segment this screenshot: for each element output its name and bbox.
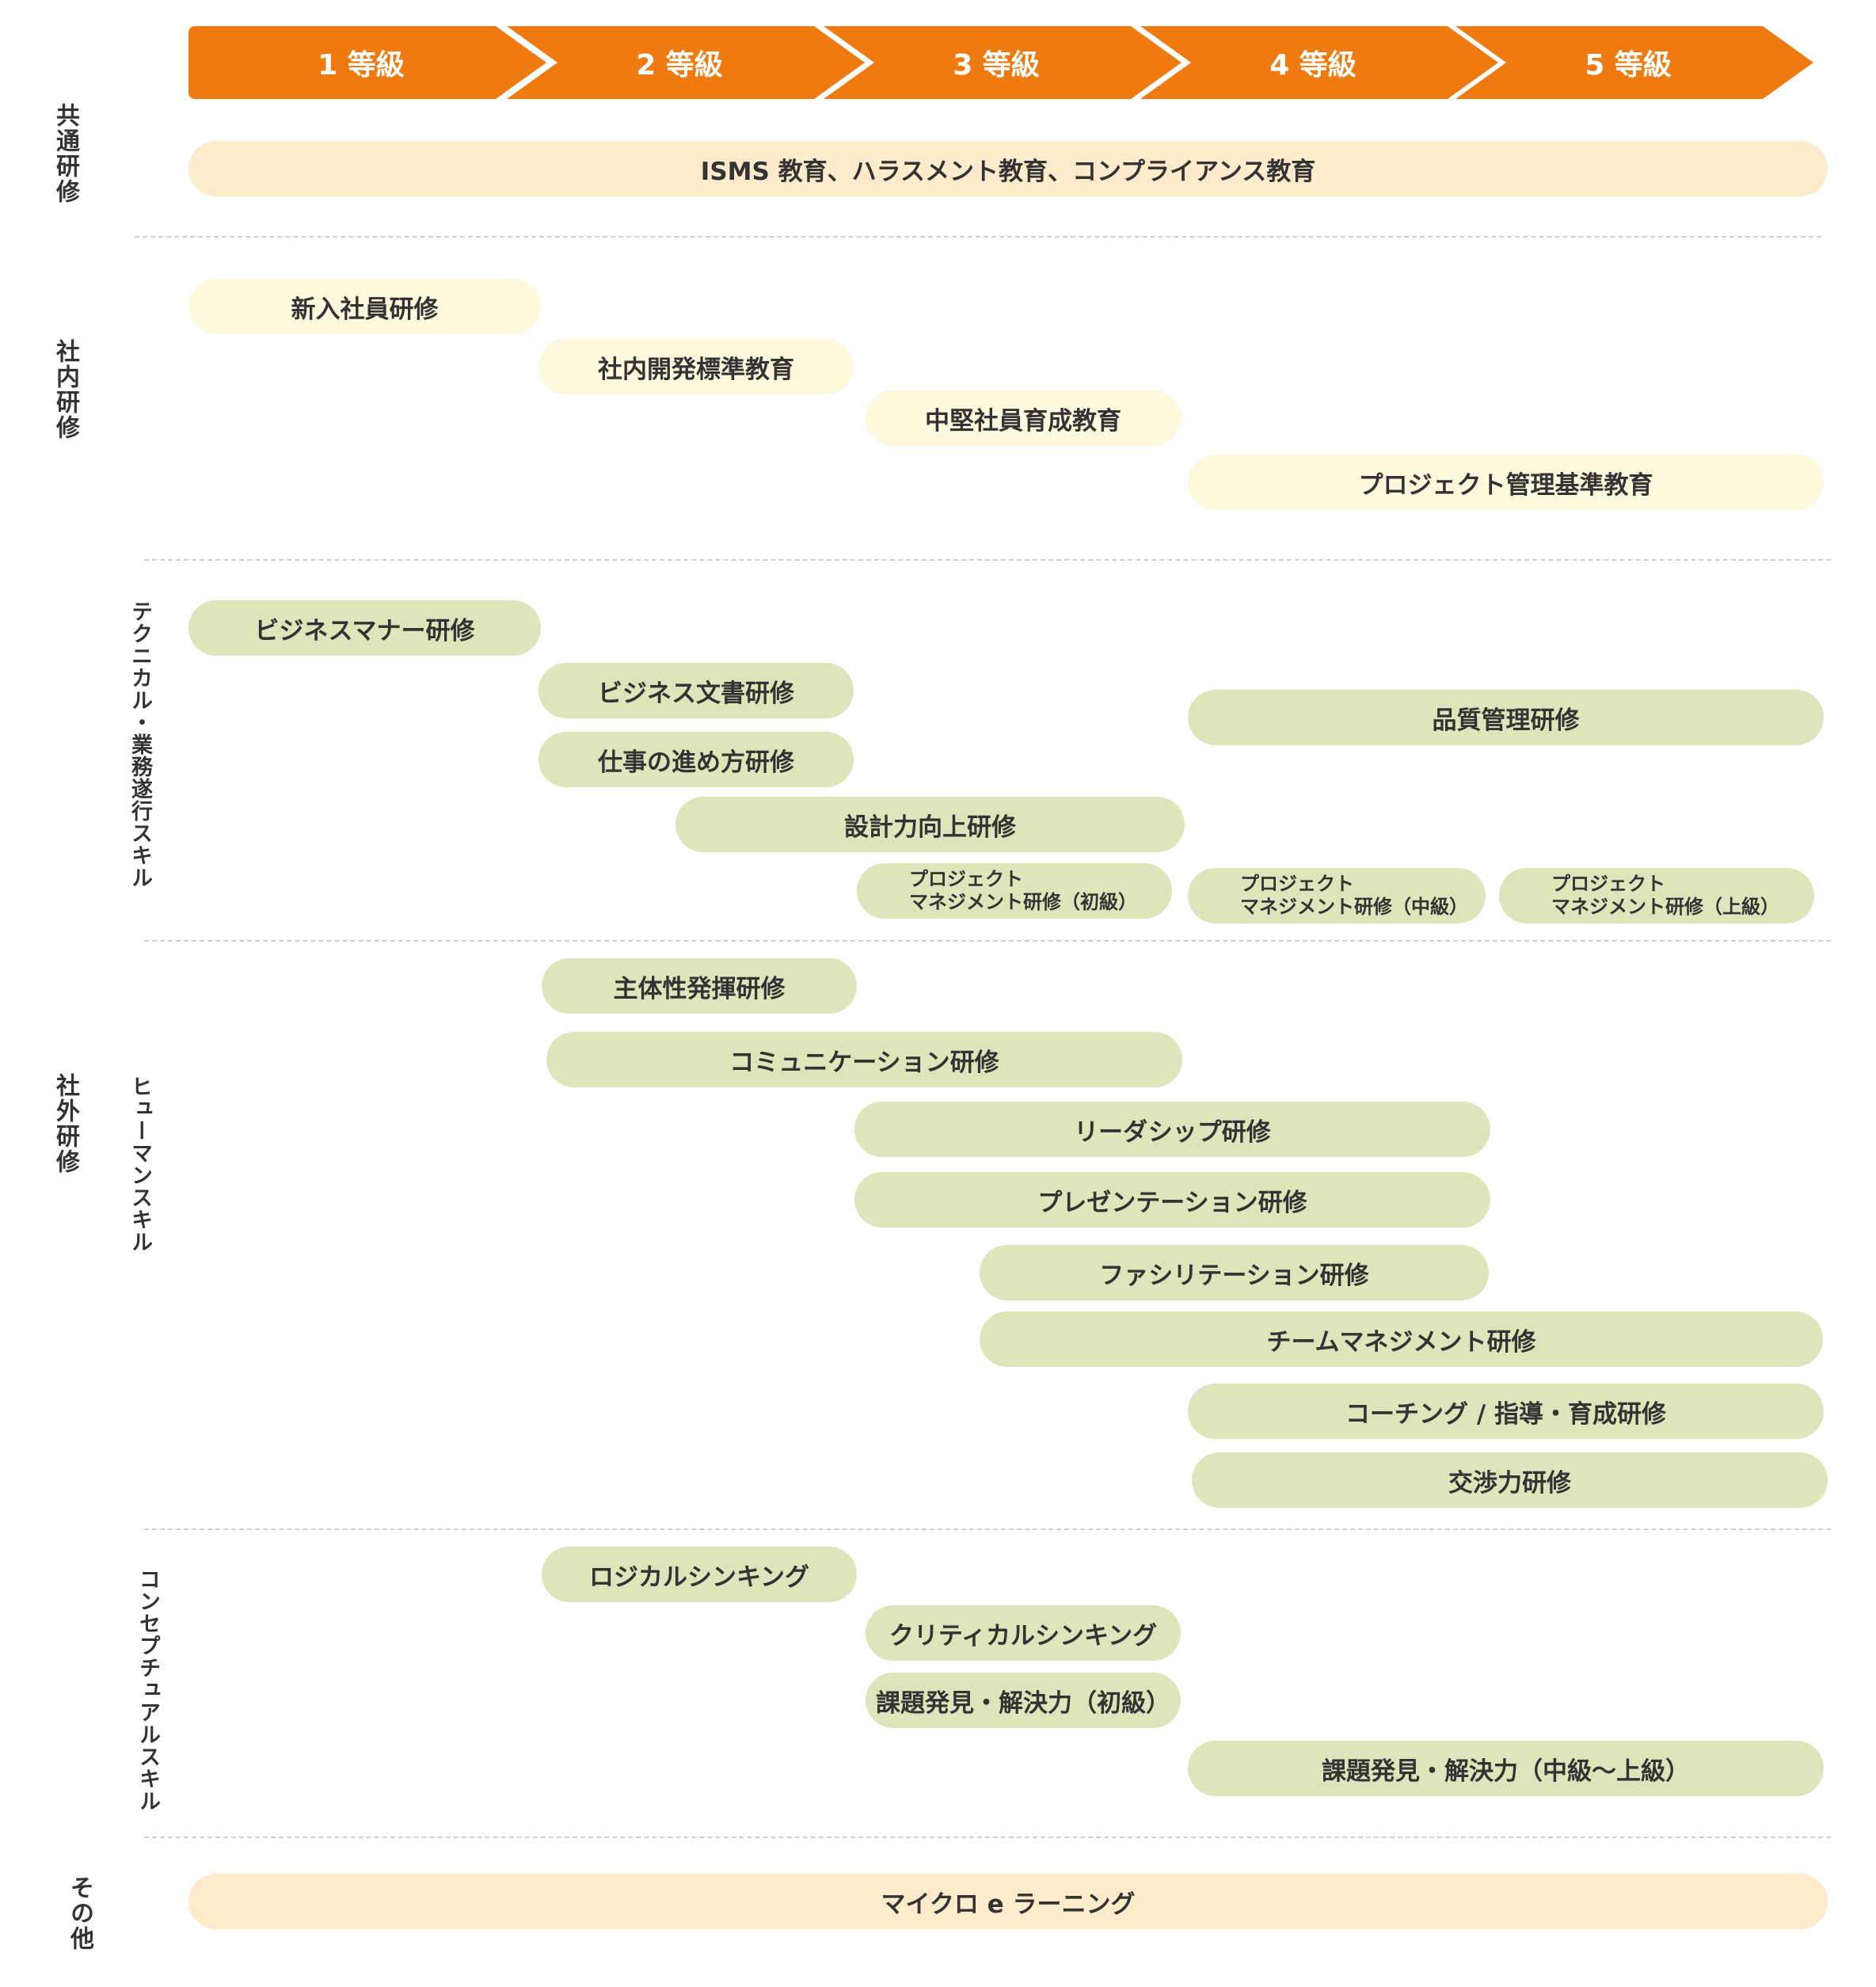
grade-5-header: 5 等級 [1456, 26, 1813, 99]
training-pm-middle-line1: プロジェクト [1240, 873, 1354, 895]
training-facilitation: ファシリテーション研修 [980, 1245, 1489, 1300]
training-business-manner: ビジネスマナー研修 [188, 600, 541, 656]
training-team-management: チームマネジメント研修 [980, 1311, 1823, 1367]
training-negotiation: 交渉力研修 [1192, 1452, 1828, 1508]
training-business-writing: ビジネス文書研修 [538, 663, 854, 718]
training-presentation: プレゼンテーション研修 [854, 1172, 1490, 1228]
training-pm-middle: プロジェクト マネジメント研修（中級） [1188, 868, 1486, 923]
training-work-method: 仕事の進め方研修 [538, 732, 854, 787]
training-pm-standard: プロジェクト管理基準教育 [1188, 455, 1824, 510]
training-pm-basic-line2: マネジメント研修（初級） [909, 891, 1137, 913]
grade-3-header: 3 等級 [824, 26, 1182, 99]
training-isms-harassment-compliance: ISMS 教育、ハラスメント教育、コンプライアンス教育 [188, 141, 1828, 196]
training-logical-thinking: ロジカルシンキング [542, 1547, 857, 1602]
separator [135, 236, 1821, 238]
training-leadership: リーダシップ研修 [854, 1102, 1490, 1157]
grade-5-label: 5 等級 [1585, 49, 1672, 82]
training-coaching: コーチング / 指導・育成研修 [1188, 1384, 1824, 1439]
grade-4-label: 4 等級 [1269, 49, 1357, 82]
training-dev-standard: 社内開発標準教育 [538, 339, 854, 394]
training-critical-thinking: クリティカルシンキング [866, 1605, 1181, 1661]
training-initiative: 主体性発揮研修 [542, 958, 857, 1014]
category-common: 共通研修 [51, 103, 79, 204]
training-pm-advanced-line2: マネジメント研修（上級） [1551, 896, 1779, 918]
training-micro-elearning: マイクロ e ラーニング [188, 1874, 1828, 1929]
grade-1-label: 1 等級 [318, 49, 405, 82]
training-new-employee: 新入社員研修 [188, 279, 541, 334]
training-problem-solving-basic: 課題発見・解決力（初級） [866, 1673, 1181, 1728]
training-pm-basic-line1: プロジェクト [909, 868, 1023, 890]
category-external: 社外研修 [51, 1073, 79, 1174]
training-pm-advanced-line1: プロジェクト [1551, 873, 1665, 895]
separator [144, 1528, 1831, 1530]
training-pm-advanced: プロジェクト マネジメント研修（上級） [1499, 868, 1814, 923]
subcategory-technical: テクニカル・業務遂行スキル [127, 600, 152, 889]
separator [144, 1837, 1831, 1838]
separator [144, 940, 1831, 942]
subcategory-conceptual: コンセプチュアルスキル [135, 1568, 160, 1812]
subcategory-human: ヒューマンスキル [127, 1075, 152, 1253]
category-other: その他 [66, 1875, 93, 1951]
training-pm-middle-line2: マネジメント研修（中級） [1240, 896, 1468, 918]
training-communication: コミュニケーション研修 [546, 1032, 1182, 1087]
grade-3-label: 3 等級 [953, 49, 1040, 82]
grade-2-header: 2 等級 [507, 26, 865, 99]
training-design-skill: 設計力向上研修 [675, 797, 1185, 852]
training-quality-management: 品質管理研修 [1188, 690, 1824, 745]
grade-2-label: 2 等級 [636, 49, 723, 82]
separator [144, 559, 1831, 561]
training-mid-level: 中堅社員育成教育 [866, 390, 1181, 446]
grade-1-header: 1 等級 [188, 26, 546, 99]
category-inhouse: 社内研修 [51, 339, 79, 440]
training-problem-solving-advanced: 課題発見・解決力（中級〜上級） [1188, 1741, 1824, 1796]
grade-4-header: 4 等級 [1140, 26, 1498, 99]
training-pm-basic: プロジェクト マネジメント研修（初級） [857, 863, 1172, 919]
